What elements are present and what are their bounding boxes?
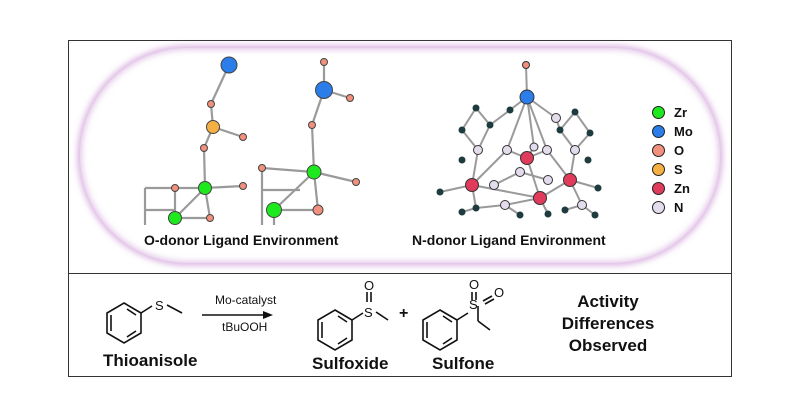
o-donor-label: O-donor Ligand Environment (144, 232, 339, 248)
panel-divider (68, 273, 732, 274)
legend-label: Mo (674, 124, 693, 139)
activity-line-1: Activity (577, 292, 639, 311)
element-legend: Zr Mo O S Zn N (652, 103, 693, 217)
legend-label: N (674, 200, 684, 215)
n-donor-label: N-donor Ligand Environment (412, 232, 606, 248)
sulfone-label: Sulfone (432, 354, 495, 373)
activity-statement: Activity Differences Observed (548, 291, 668, 357)
zn-swatch (652, 182, 665, 195)
zr-swatch (652, 106, 665, 119)
legend-item-s: S (652, 160, 693, 179)
reaction-arrow (202, 311, 273, 319)
legend-label: S (674, 162, 683, 177)
thioanisole-s-atom: S (155, 298, 164, 313)
sulfone-s-atom: S (469, 297, 478, 312)
thioanisole-structure (106, 302, 183, 344)
sulfoxide-label: Sulfoxide (312, 354, 389, 373)
o-swatch (652, 144, 665, 157)
legend-item-zr: Zr (652, 103, 693, 122)
n-swatch (652, 201, 665, 214)
legend-item-o: O (652, 141, 693, 160)
sulfoxide-structure (317, 292, 389, 351)
legend-label: Zn (674, 181, 690, 196)
legend-label: O (674, 143, 685, 158)
s-swatch (652, 163, 665, 176)
oxidant-label: tBuOOH (222, 320, 268, 334)
thioanisole-label: Thioanisole (103, 351, 198, 370)
sulfoxide-s-atom: S (364, 305, 373, 320)
ligand-environment-panel (80, 48, 720, 263)
legend-item-zn: Zn (652, 179, 693, 198)
legend-item-mo: Mo (652, 122, 693, 141)
catalyst-label: Mo-catalyst (215, 293, 277, 307)
activity-line-2: Differences (561, 314, 655, 333)
plus-sign: + (399, 305, 408, 322)
n-donor-model (436, 61, 602, 219)
sulfoxide-o-atom: O (364, 278, 374, 293)
sulfone-o-atom-right: O (494, 285, 504, 300)
sulfone-o-atom-top: O (469, 277, 479, 292)
activity-line-3: Observed (568, 336, 648, 355)
legend-label: Zr (674, 105, 687, 120)
o-donor-atoms (168, 56, 360, 225)
sulfone-structure (422, 292, 495, 351)
legend-item-n: N (652, 198, 693, 217)
mo-swatch (652, 125, 665, 138)
